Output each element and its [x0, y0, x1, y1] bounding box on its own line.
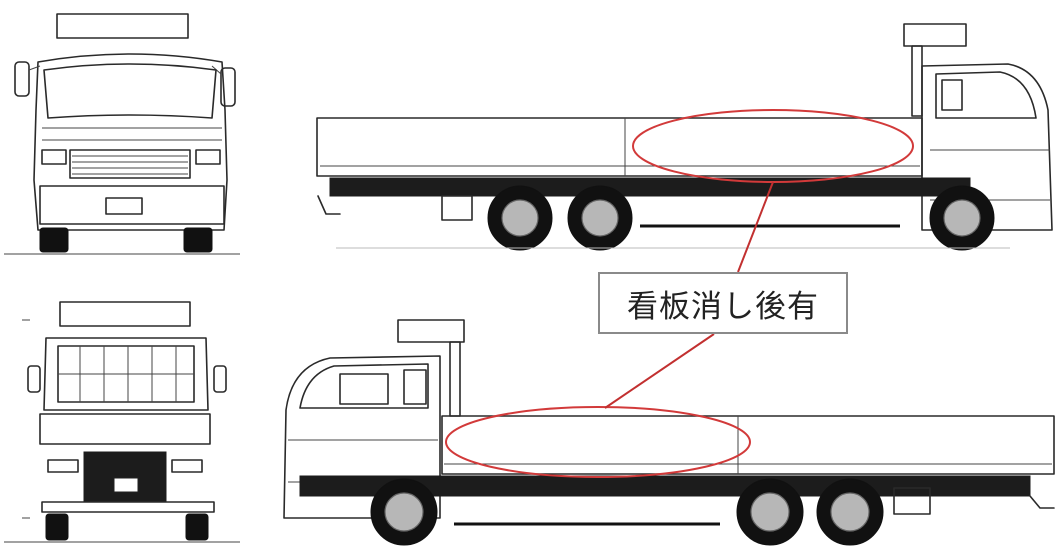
front-windshield	[43, 63, 217, 119]
front-cab	[33, 53, 228, 231]
rear-view	[4, 301, 240, 543]
highlight-ellipse-lower	[445, 406, 751, 478]
front-mirror-left	[14, 61, 30, 97]
rear-sign-board	[59, 301, 191, 327]
leader-line-lower	[604, 333, 715, 409]
front-mirror-right	[220, 67, 236, 107]
front-sign-board	[56, 13, 189, 39]
front-view	[4, 13, 240, 255]
leader-line-upper	[737, 181, 774, 273]
highlight-ellipse-upper	[632, 109, 914, 183]
right-top-sign	[903, 23, 967, 47]
right-side-view	[316, 23, 1053, 251]
right-cab	[921, 63, 1053, 231]
left-top-sign	[397, 319, 465, 343]
left-side-view	[283, 319, 1055, 546]
left-cargo-body	[441, 415, 1055, 475]
left-cab	[283, 355, 441, 519]
right-cargo-body	[316, 117, 923, 177]
callout-label: 看板消し後有	[598, 272, 848, 334]
